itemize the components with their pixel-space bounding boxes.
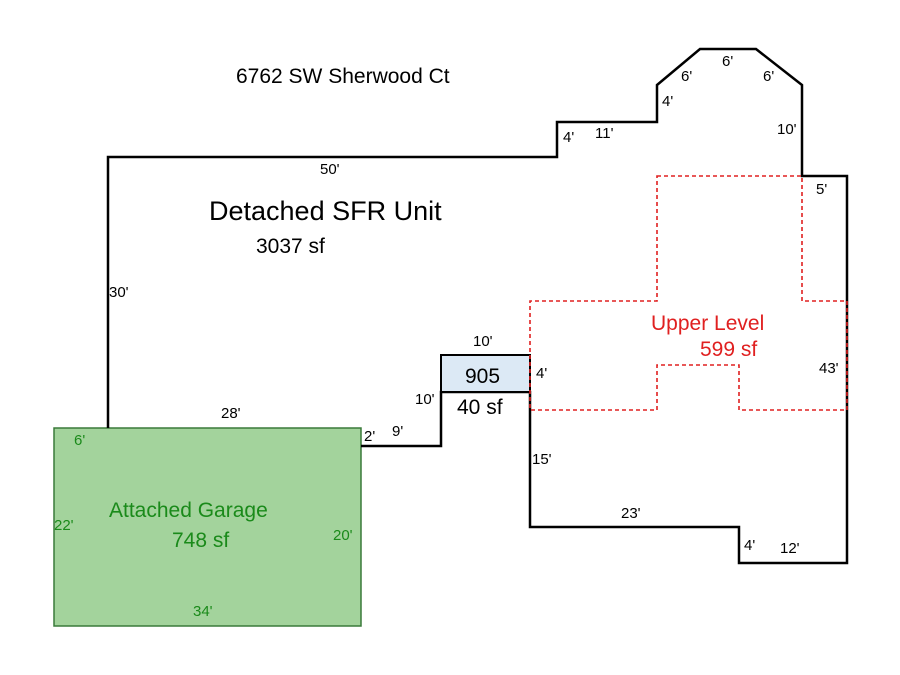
dimension-label: 50' xyxy=(320,161,340,178)
dimension-label: 20' xyxy=(333,527,353,544)
upper-level-area: 599 sf xyxy=(700,338,758,361)
dimension-label: 6' xyxy=(722,53,734,70)
dimension-label: 6' xyxy=(681,68,693,85)
upper-level-outline xyxy=(529,175,848,411)
garage-name: Attached Garage xyxy=(109,499,268,522)
dimension-label: 30' xyxy=(109,284,129,301)
dimension-label: 2' xyxy=(364,428,376,445)
garage-area xyxy=(53,427,362,627)
dimension-label: 12' xyxy=(780,540,800,557)
dimension-label: 28' xyxy=(221,405,241,422)
dimension-label: 15' xyxy=(532,451,552,468)
dimension-label: 23' xyxy=(621,505,641,522)
dimension-label: 4' xyxy=(563,129,575,146)
dimension-label: 9' xyxy=(392,423,404,440)
main-unit-area: 3037 sf xyxy=(256,235,325,258)
dimension-label: 34' xyxy=(193,603,213,620)
small-area-code: 905 xyxy=(465,365,501,388)
dimension-label: 10' xyxy=(415,391,435,408)
dimension-label: 4' xyxy=(536,365,548,382)
small-area-box xyxy=(440,354,531,393)
dimension-label: 4' xyxy=(744,537,756,554)
small-area-sf: 40 sf xyxy=(457,396,503,419)
dimension-label: 11' xyxy=(595,125,614,142)
dimension-label: 22' xyxy=(54,517,74,534)
dimension-label: 6' xyxy=(74,432,86,449)
dimension-label: 4' xyxy=(662,93,674,110)
dimension-label: 6' xyxy=(763,68,775,85)
dimension-label: 10' xyxy=(777,121,797,138)
dimension-label: 5' xyxy=(816,181,828,198)
upper-level-name: Upper Level xyxy=(651,312,765,335)
address-label: 6762 SW Sherwood Ct xyxy=(236,65,450,88)
dimension-label: 10' xyxy=(473,333,493,350)
dimension-label: 43' xyxy=(819,360,839,377)
garage-area-text: 748 sf xyxy=(172,529,230,552)
main-unit-name: Detached SFR Unit xyxy=(209,196,442,226)
